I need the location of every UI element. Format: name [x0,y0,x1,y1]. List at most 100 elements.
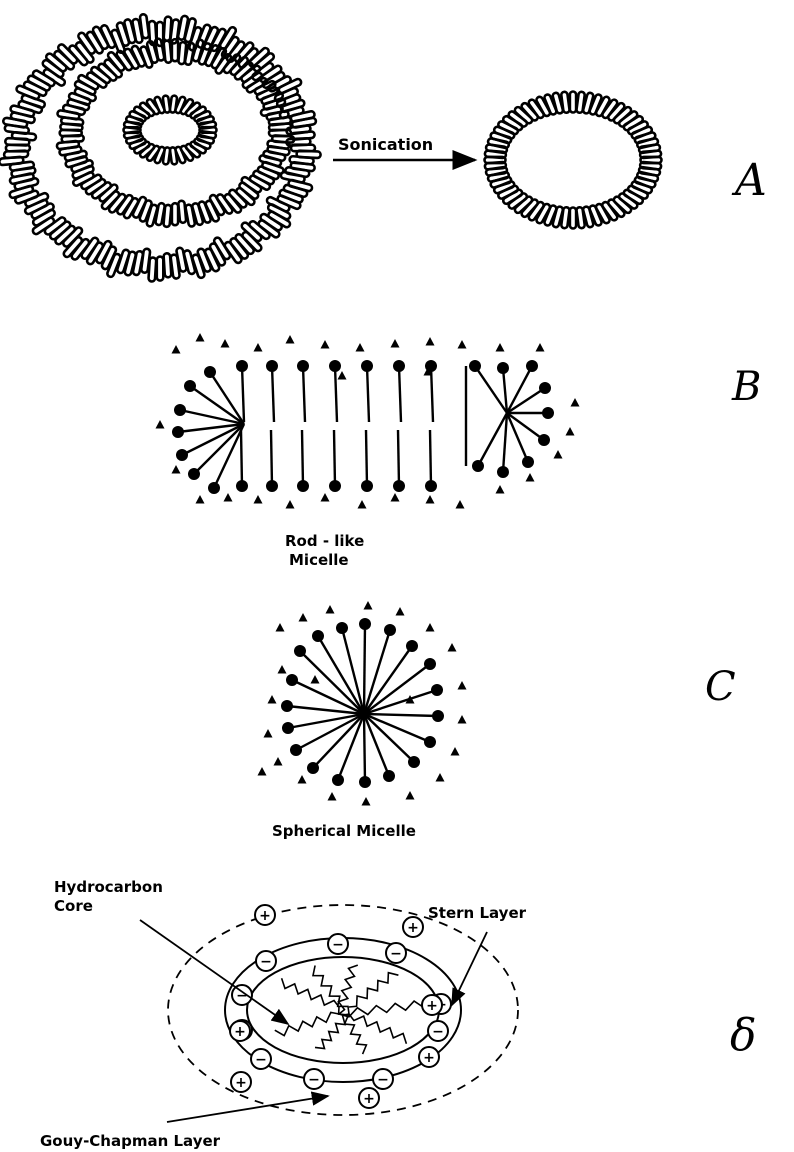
panel-d: −−−−−−−−−−+++++++ Hydrocarbon Core Stern… [40,878,757,1150]
positive-charge-sign: + [426,998,438,1014]
gouy-chapman-label: Gouy-Chapman Layer [40,1132,221,1150]
lipid-tail [271,430,272,486]
lipid-tail [302,430,303,486]
panel-c: Spherical Micelle C [258,601,736,840]
lipid-tail [338,714,364,780]
counterion [496,485,505,494]
lipid-tail [210,372,244,424]
spherical-micelle [258,601,467,806]
counterion [571,398,580,407]
gouy-label-pointer [167,1096,328,1122]
counterion [224,493,233,502]
lipid-tail [364,624,365,714]
negative-charge-sign: − [377,1072,389,1088]
counterion [172,345,181,354]
lipid-head [424,658,436,670]
lipid-head [307,762,319,774]
lipid-tail [334,430,335,486]
counterion [286,500,295,509]
counterion [254,495,263,504]
lipid-pair [576,207,585,229]
lipid-pair [172,203,178,225]
rod-micelle-caption-line1: Rod - like [285,532,364,550]
hydrocarbon-label-line1: Hydrocarbon [54,878,163,896]
lipid-head [336,622,348,634]
lipid-tail [398,430,399,486]
counterion [436,773,445,782]
counterion [456,500,465,509]
panel-letter-b: B [731,364,761,410]
lipid-tail [287,706,364,714]
counterion [391,339,400,348]
positive-charge-sign: + [423,1050,435,1066]
positive-charge-sign: + [235,1075,247,1091]
unilamellar-vesicle [485,91,662,228]
negative-charge-sign: − [236,988,248,1004]
lipid-head [290,744,302,756]
lipid-tail [366,430,367,486]
lipid-tail [272,366,274,422]
counterion [328,792,337,801]
lipid-tail [303,366,305,422]
counterion [451,747,460,756]
counterion [268,695,277,704]
counterion [254,343,263,352]
lipid-head [408,756,420,768]
counterion [311,675,320,684]
counterion [276,623,285,632]
lipid-tail [241,430,242,486]
lipid-head [286,674,298,686]
lipid-tail [342,628,364,714]
negative-charge-sign: − [260,954,272,970]
counterion [426,623,435,632]
lipid-tail [430,430,431,486]
lipid-pair [570,92,576,113]
counterion [298,775,307,784]
lipid-head [281,700,293,712]
panel-a: Sonication A [0,14,767,282]
counterion [458,340,467,349]
panel-letter-c: C [705,664,736,710]
lipid-pair [570,208,576,229]
lipid-tail [503,413,507,472]
lipid-tail [364,664,430,714]
sonication-label: Sonication [338,135,433,154]
counterion [274,757,283,766]
counterion [396,607,405,616]
positive-charge-sign: + [363,1091,375,1107]
lipid-pair [561,91,570,113]
hydrocarbon-chain [349,1014,406,1044]
counterion [458,715,467,724]
counterion [326,605,335,614]
lipid-head [312,630,324,642]
counterion [356,343,365,352]
lipid-tail [364,630,390,714]
counterion [172,465,181,474]
positive-charge-sign: + [407,920,419,936]
negative-charge-sign: − [432,1024,444,1040]
counterion [358,500,367,509]
hydrocarbon-chain [349,973,398,1007]
micelle-center [359,709,369,719]
lipid-tail [364,714,365,782]
counterion [299,613,308,622]
hydrocarbon-chain [339,1001,425,1017]
counterion [321,493,330,502]
spherical-micelle-caption: Spherical Micelle [272,822,416,840]
lipid-tail [367,366,369,422]
counterion [496,343,505,352]
lipid-tail [335,366,337,422]
negative-charge-sign: − [255,1052,267,1068]
lipid-head [424,736,436,748]
panel-letter-a: A [731,155,767,206]
counterion [221,339,230,348]
lipid-head [383,770,395,782]
counterion [258,767,267,776]
lipid-head [359,618,371,630]
lipid-tail [364,714,414,762]
counterion [448,643,457,652]
counterion [264,729,273,738]
lipid-tail [364,714,438,716]
panel-b: Rod - like Micelle B [156,333,762,569]
